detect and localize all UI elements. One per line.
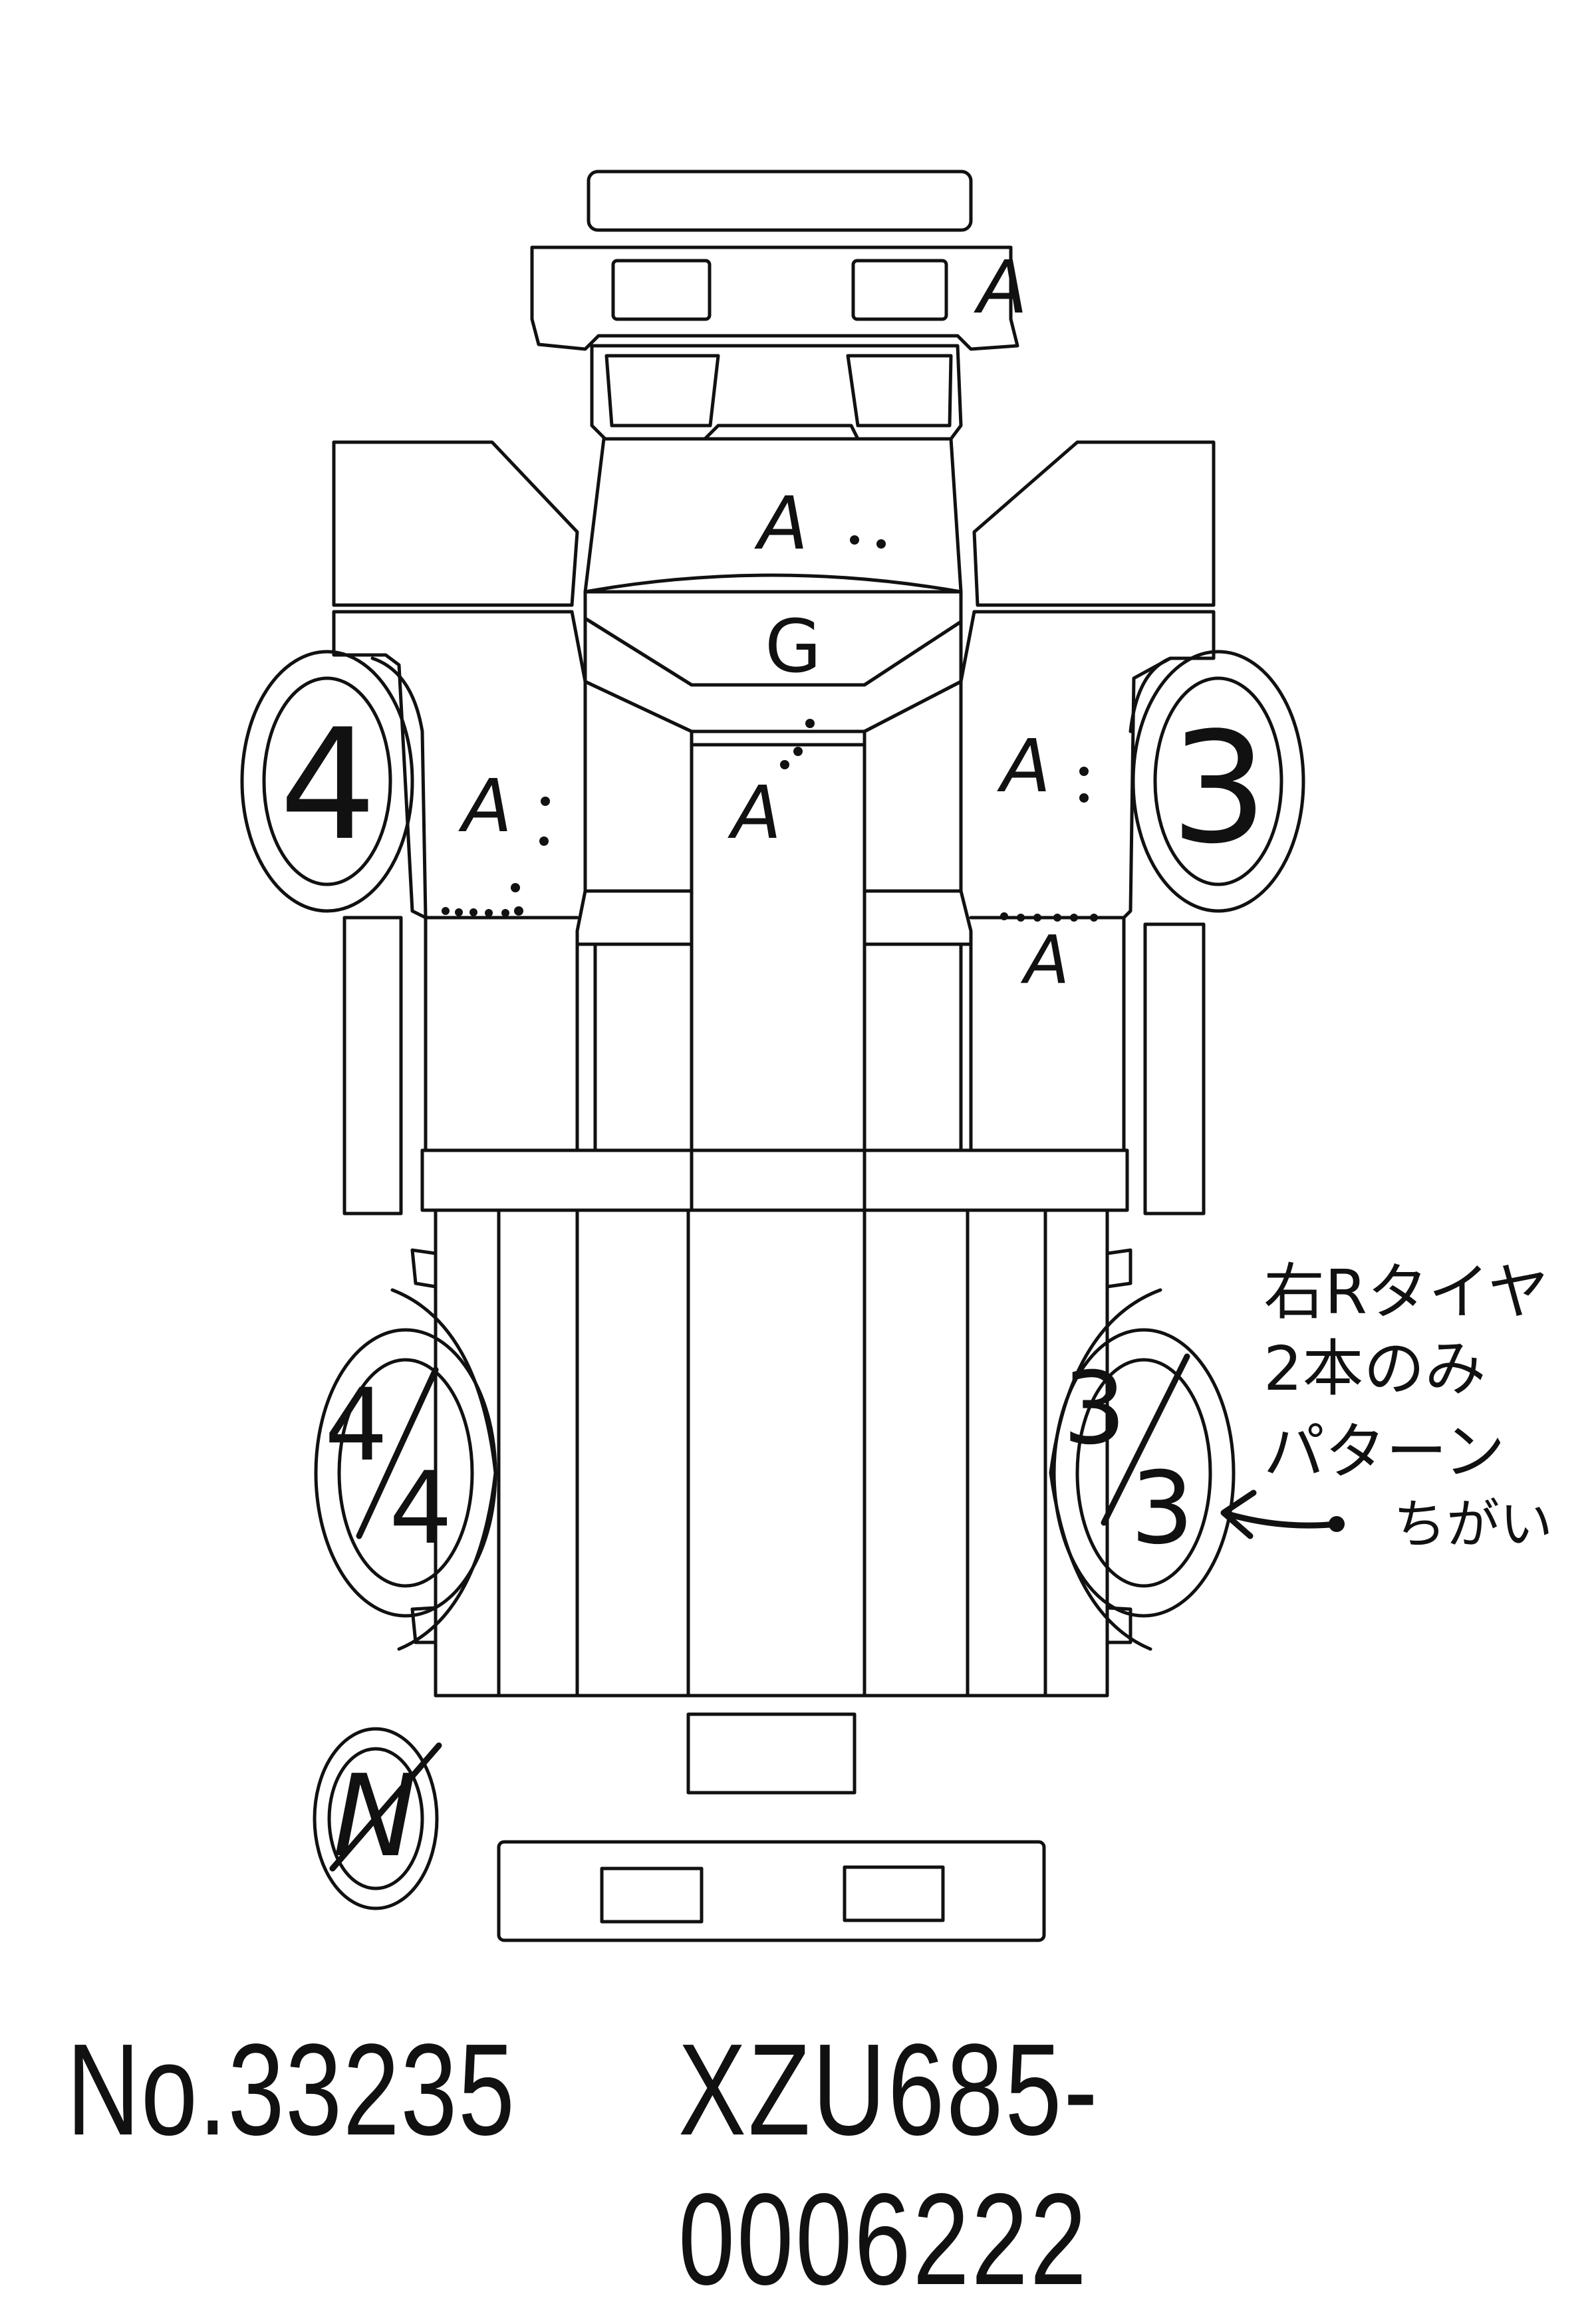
left-step xyxy=(342,916,403,1216)
front-bumper xyxy=(587,170,973,232)
front-right-headlamp xyxy=(851,259,948,321)
cab-right-window xyxy=(846,354,953,428)
cab-front-lower xyxy=(583,680,963,747)
right-step xyxy=(1143,922,1206,1216)
mark-front-bumper: A xyxy=(974,245,1027,330)
rear-hitch xyxy=(686,1712,857,1795)
spare-tire xyxy=(313,1727,439,1910)
front-left-tire xyxy=(240,650,428,920)
front-left-headlamp xyxy=(611,259,712,321)
tire-rear-right-bottom-value: 3 xyxy=(1130,1451,1194,1567)
mark-cab-roof: A xyxy=(754,481,808,566)
front-grille xyxy=(530,245,1019,351)
rear-bumper xyxy=(497,1840,1046,1942)
mark-windshield: G xyxy=(765,604,821,689)
cab-upper-frame xyxy=(590,344,963,441)
tire-rear-left-bottom-value: 4 xyxy=(389,1451,452,1567)
cab-left-window xyxy=(604,354,720,428)
lot-number: No.33235 xyxy=(66,2017,516,2162)
tire-rear-right-top-value: 3 xyxy=(1063,1351,1126,1467)
note-line-2: 2本のみ xyxy=(1264,1333,1486,1404)
left-door xyxy=(332,610,587,1152)
mark-right-door: A xyxy=(997,723,1051,809)
mark-left-door: A xyxy=(458,763,512,848)
right-door xyxy=(959,610,1216,1152)
tire-front-right-value: 3 xyxy=(1170,700,1267,878)
note-line-1: 右Rタイヤ xyxy=(1264,1257,1549,1328)
cross-member xyxy=(420,1148,1129,1212)
windshield xyxy=(583,573,963,687)
mark-cab-front: A xyxy=(728,770,781,855)
tire-front-left-value: 4 xyxy=(279,697,376,874)
tire-note: 右Rタイヤ 2本のみ パターン ちがい xyxy=(1264,1257,1553,1555)
cab-center-floor xyxy=(690,743,866,1152)
note-line-4: ちがい xyxy=(1393,1493,1553,1555)
footer: No.33235 XZU685-0006222 xyxy=(0,2015,1596,2312)
rear-right-lamp xyxy=(843,1865,945,1922)
note-line-3: パターン xyxy=(1264,1416,1505,1487)
truck-diagram: A A G A A A A 4 3 4 4 3 3 N 右Rタイヤ 2本のみ パ… xyxy=(240,170,1553,1942)
mark-right-step: A xyxy=(1020,921,1069,999)
rear-bed xyxy=(434,1208,1109,1698)
rear-left-tire xyxy=(314,1288,497,1651)
note-arrow xyxy=(1227,1511,1340,1529)
rear-right-tire xyxy=(1049,1288,1236,1651)
vehicle-inspection-sheet: A A G A A A A 4 3 4 4 3 3 N 右Rタイヤ 2本のみ パ… xyxy=(0,170,1596,2312)
right-door-window xyxy=(972,440,1216,607)
left-door-window xyxy=(332,440,579,607)
tire-rear-left-top-value: 4 xyxy=(325,1368,388,1483)
front-right-tire xyxy=(1129,650,1305,913)
rear-left-lamp xyxy=(600,1866,704,1924)
chassis-number: XZU685-0006222 xyxy=(678,2017,1100,2312)
